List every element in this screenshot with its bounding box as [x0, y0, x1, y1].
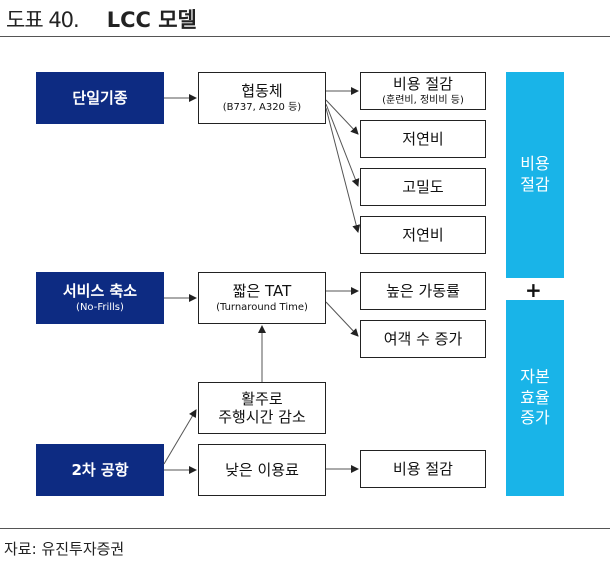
side-cost-saving: 비용 절감: [506, 72, 564, 278]
box-low-fee-label: 낮은 이용료: [225, 461, 299, 479]
box-short-tat-sub: (Turnaround Time): [216, 302, 308, 313]
arrow-coop-to-fuel: [325, 99, 359, 135]
box-secondary-airport-label: 2차 공항: [71, 461, 129, 479]
box-low-fuel-2: 저연비: [360, 216, 486, 254]
figure-title: 도표 40. LCC 모델: [6, 4, 197, 32]
box-low-fuel-label: 저연비: [402, 130, 444, 148]
box-service-cut-sub: (No-Frills): [76, 302, 124, 313]
box-route-time-line1: 활주로: [241, 390, 283, 408]
bottom-rule: [0, 528, 610, 529]
box-single-fleet: 단일기종: [36, 72, 164, 124]
box-cost-cut-1-sub: (훈련비, 정비비 등): [382, 95, 464, 106]
figure-name: LCC 모델: [106, 8, 197, 32]
box-high-util: 높은 가동률: [360, 272, 486, 310]
box-cooperation-label: 협동체: [241, 82, 283, 100]
box-cost-cut-2-label: 비용 절감: [393, 460, 453, 478]
box-low-fuel-2-label: 저연비: [402, 226, 444, 244]
source-note: 자료: 유진투자증권: [4, 540, 125, 558]
side-capital-eff-line3: 증가: [520, 408, 550, 428]
arrow-coop-to-fuel2: [325, 107, 361, 233]
plus-sign: +: [525, 278, 542, 302]
box-single-fleet-label: 단일기종: [72, 89, 128, 107]
side-cost-saving-line1: 비용: [520, 154, 550, 174]
box-route-time-line2: 주행시간 감소: [218, 408, 306, 426]
side-capital-eff-line2: 효율: [520, 387, 550, 407]
box-secondary-airport: 2차 공항: [36, 444, 164, 496]
top-rule: [0, 36, 610, 37]
box-pax-increase: 여객 수 증가: [360, 320, 486, 358]
side-capital-efficiency: 자본 효율 증가: [506, 300, 564, 496]
box-cost-cut-1: 비용 절감 (훈련비, 정비비 등): [360, 72, 486, 110]
box-short-tat: 짧은 TAT (Turnaround Time): [198, 272, 326, 324]
box-service-cut: 서비스 축소 (No-Frills): [36, 272, 164, 324]
box-cost-cut-1-label: 비용 절감: [393, 75, 453, 93]
arrow-tat-to-pax: [325, 301, 359, 337]
box-low-fee: 낮은 이용료: [198, 444, 326, 496]
box-high-util-label: 높은 가동률: [386, 282, 460, 300]
box-short-tat-label: 짧은 TAT: [232, 282, 292, 300]
box-pax-increase-label: 여객 수 증가: [383, 330, 463, 348]
box-low-fuel: 저연비: [360, 120, 486, 158]
side-capital-eff-line1: 자본: [520, 366, 550, 386]
box-density: 고밀도: [360, 168, 486, 206]
box-density-label: 고밀도: [402, 178, 444, 196]
arrow-airport-to-route: [163, 409, 197, 465]
arrow-coop-to-density: [325, 103, 360, 187]
box-service-cut-label: 서비스 축소: [62, 282, 138, 300]
box-cooperation: 협동체 (B737, A320 등): [198, 72, 326, 124]
figure-number: 도표 40.: [6, 8, 80, 32]
box-cooperation-sub: (B737, A320 등): [222, 102, 302, 113]
side-cost-saving-line2: 절감: [520, 175, 550, 194]
box-cost-cut-2: 비용 절감: [360, 450, 486, 488]
box-route-time: 활주로 주행시간 감소: [198, 382, 326, 434]
